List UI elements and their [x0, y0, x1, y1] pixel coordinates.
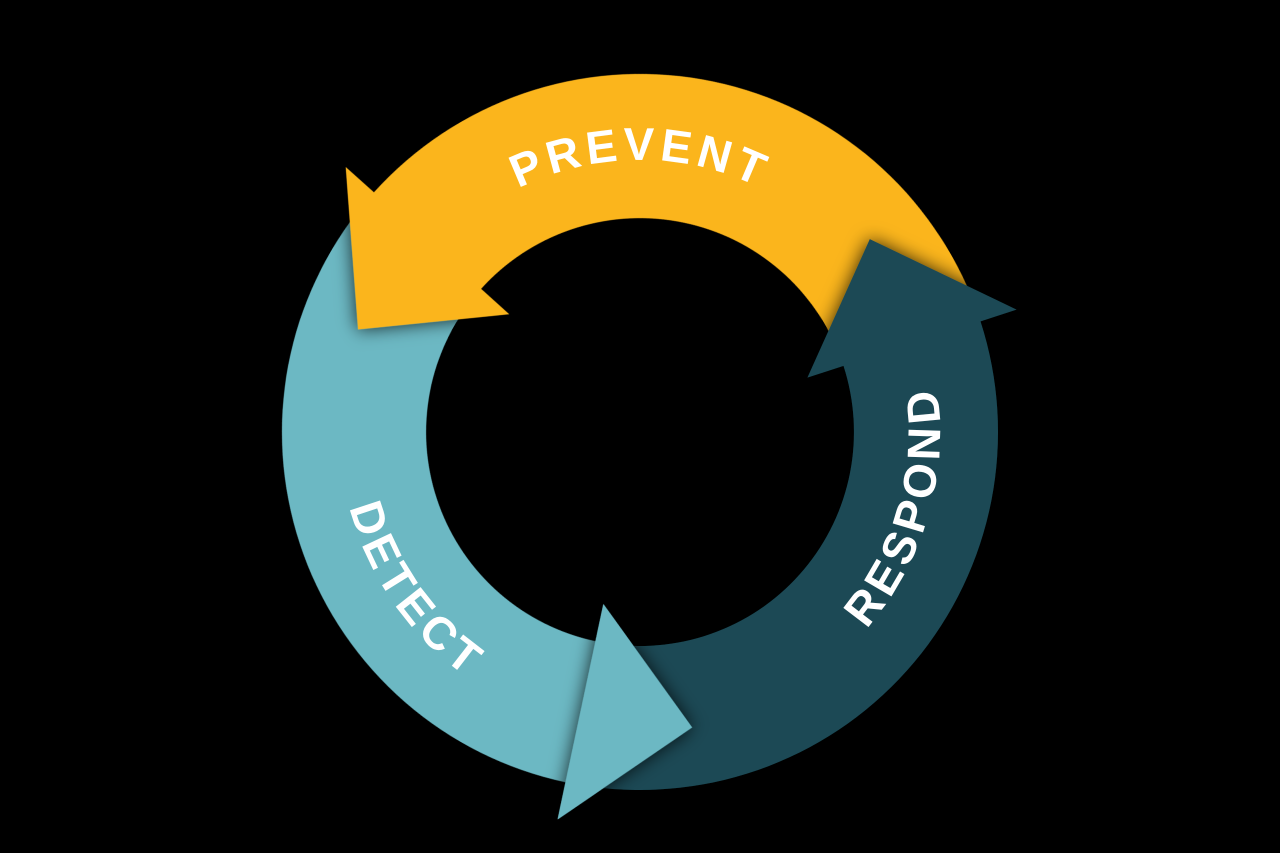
prevent-arrow-segment: [345, 74, 972, 352]
detect-arrow-segment: [282, 211, 693, 820]
respond-arrow-segment: [590, 239, 1017, 790]
detect-arrowhead: [557, 604, 693, 820]
